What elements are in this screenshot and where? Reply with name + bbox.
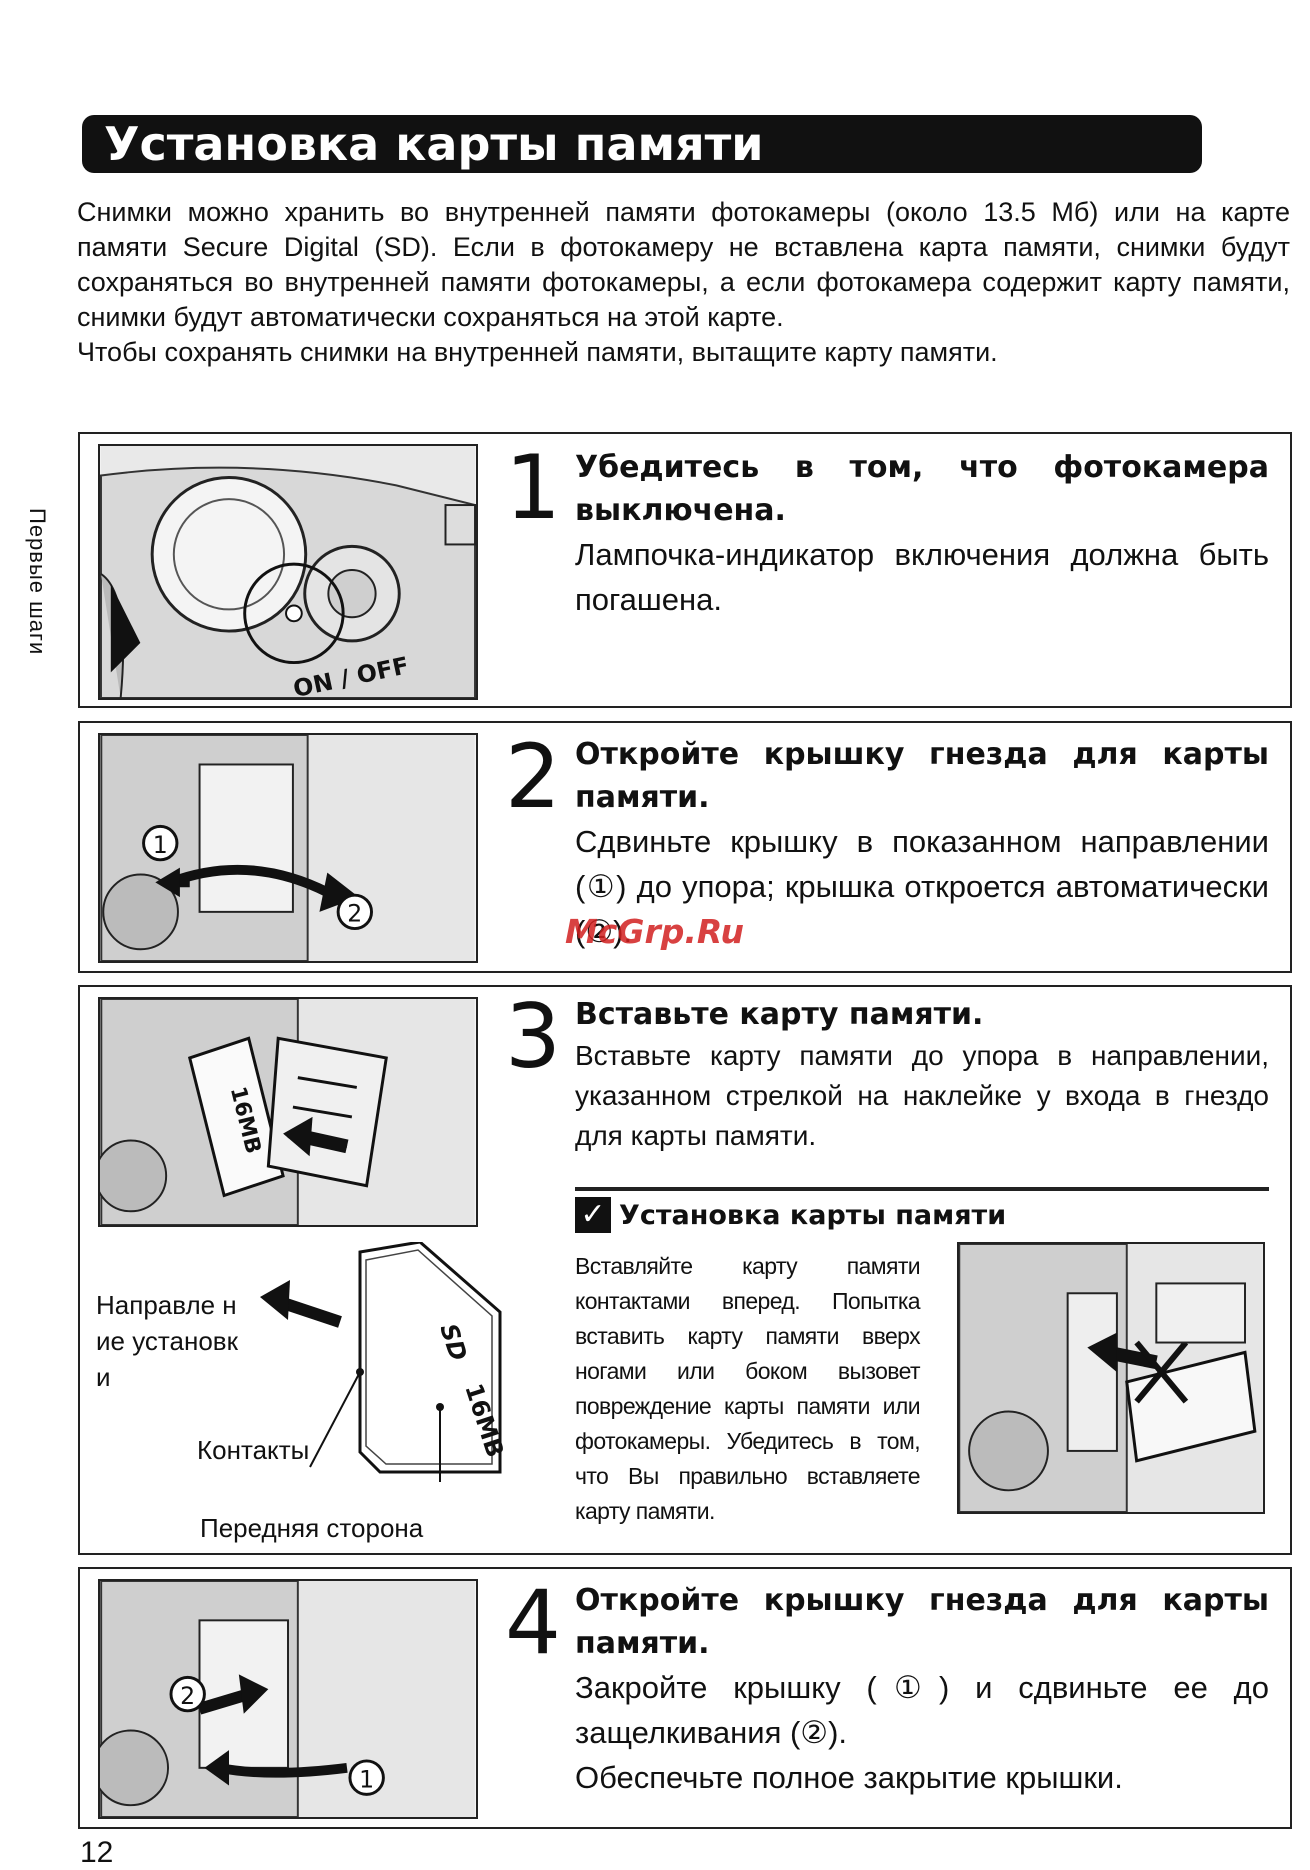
insert-direction-arrow-icon [260, 1280, 290, 1320]
label-contacts: Контакты [197, 1435, 310, 1465]
camera-open-cover-illustration: 1 2 [100, 735, 475, 961]
step-4-photo: 2 1 [98, 1579, 478, 1819]
label-insert-direction: Направле ние установки [96, 1290, 238, 1392]
step-1-number: 1 [505, 436, 561, 539]
intro-paragraph-2: Чтобы сохранять снимки на внутренней пам… [77, 337, 998, 367]
step-3-number: 3 [505, 985, 561, 1088]
sd-card-diagram: SD 16MB [260, 1242, 509, 1482]
step-3-heading: Вставьте карту памяти. [575, 997, 984, 1032]
step-1-photo: ON / OFF [98, 444, 478, 700]
camera-close-cover-illustration: 2 1 [100, 1581, 475, 1817]
page-number: 12 [80, 1836, 114, 1869]
step-4-text: Закройте крышку (①) и сдвиньте ее до защ… [575, 1670, 1269, 1750]
intro-text: Снимки можно хранить во внутренней памят… [77, 195, 1290, 370]
step-2-box: 1 2 2 Откройте крышку гнезда для карты п… [78, 721, 1292, 973]
step-2-heading: Откройте крышку гнезда для карты памяти. [575, 737, 1269, 815]
step-2-number: 2 [505, 725, 561, 828]
step-4-text-2: Обеспечьте полное закрытие крышки. [575, 1760, 1123, 1795]
step-2-text: Сдвиньте крышку в показанном направлении… [575, 824, 1269, 949]
step-4-number: 4 [505, 1571, 561, 1674]
step-3-photo: 16MB [98, 997, 478, 1227]
step-2-photo: 1 2 [98, 733, 478, 963]
step-2-marker-2: 2 [347, 900, 362, 928]
step-2-marker-1: 1 [153, 831, 168, 859]
tip-heading: Установка карты памяти [619, 1199, 1007, 1231]
side-section-tab: Первые шаги [25, 508, 50, 656]
camera-top-illustration: ON / OFF [100, 446, 476, 698]
watermark: McGrp.Ru [565, 912, 745, 951]
wrong-insertion-illustration [959, 1244, 1263, 1512]
intro-paragraph-1: Снимки можно хранить во внутренней памят… [77, 197, 1290, 332]
page-title: Установка карты памяти [82, 115, 1202, 173]
step-1-text: Лампочка-индикатор включения должна быть… [575, 537, 1269, 617]
step-4-box: 2 1 4 Откройте крышку гнезда для карты п… [78, 1567, 1292, 1829]
step-4-heading: Откройте крышку гнезда для карты памяти. [575, 1583, 1269, 1661]
camera-insert-card-illustration: 16MB [100, 999, 475, 1225]
step-3-text: Вставьте карту памяти до упора в направл… [575, 1040, 1269, 1151]
step-3-box: 16MB SD 16MB Направле ние установки Конт… [78, 985, 1292, 1555]
tip-photo [957, 1242, 1265, 1514]
step-4-marker-1: 1 [359, 1766, 374, 1794]
check-icon: ✓ [575, 1197, 611, 1233]
tip-panel: ✓ Установка карты памяти Вставляйте карт… [575, 1187, 1269, 1537]
step-4-marker-2: 2 [180, 1682, 195, 1710]
step-1-heading: Убедитесь в том, что фотокамера выключен… [575, 450, 1269, 528]
tip-heading-row: ✓ Установка карты памяти [575, 1187, 1269, 1233]
step-1-box: ON / OFF 1 Убедитесь в том, что фотокаме… [78, 432, 1292, 708]
label-front-side: Передняя сторона [200, 1513, 424, 1543]
tip-text: Вставляйте карту памяти контактами впере… [575, 1253, 921, 1524]
